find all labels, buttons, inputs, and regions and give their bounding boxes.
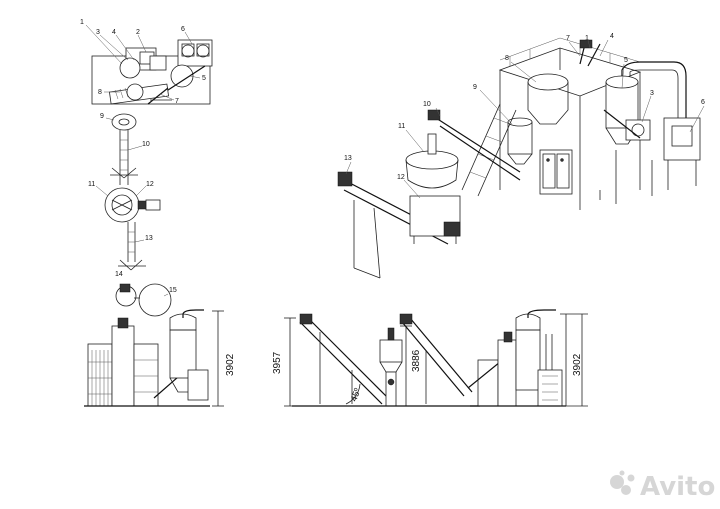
plan-callout-5: 5 xyxy=(202,75,206,82)
mid-height-dimension: 3886 xyxy=(411,349,422,372)
plan-callout-2: 2 xyxy=(136,29,140,36)
iso-callout-9: 9 xyxy=(473,84,477,91)
plan-callout-1: 1 xyxy=(80,19,84,26)
plan-callout-12: 12 xyxy=(146,181,154,188)
left-height-dimension: 3902 xyxy=(225,353,236,376)
front-elevation-right: 3902 xyxy=(467,309,588,407)
conveyor-height-dimension: 3957 xyxy=(272,351,283,374)
iso-callout-5: 5 xyxy=(624,57,628,64)
iso-callout-8: 8 xyxy=(505,55,509,62)
plan-callout-13: 13 xyxy=(145,235,153,242)
plan-callout-8: 8 xyxy=(98,89,102,96)
iso-callout-4: 4 xyxy=(610,33,614,40)
front-elevation-left: 3902 xyxy=(84,309,236,407)
iso-callout-10: 10 xyxy=(423,101,431,108)
watermark-text: Avito xyxy=(640,472,715,502)
right-height-dimension: 3902 xyxy=(572,353,583,376)
iso-callout-12: 12 xyxy=(397,174,405,181)
plan-callout-10: 10 xyxy=(142,141,150,148)
plan-callout-15: 15 xyxy=(169,287,177,294)
iso-callout-3: 3 xyxy=(650,90,654,97)
plan-callout-14: 14 xyxy=(115,271,123,278)
watermark: Avito xyxy=(610,470,715,502)
plan-callout-9: 9 xyxy=(100,113,104,120)
iso-callout-6: 6 xyxy=(701,99,705,106)
plan-callout-7: 7 xyxy=(175,98,179,105)
angle-label: 45º xyxy=(348,386,362,403)
iso-callout-13: 13 xyxy=(344,155,352,162)
iso-callout-1: 1 xyxy=(585,35,589,42)
plan-callout-4: 4 xyxy=(112,29,116,36)
plan-callout-6: 6 xyxy=(181,26,185,33)
iso-callout-7: 7 xyxy=(566,35,570,42)
plan-callout-11: 11 xyxy=(88,181,95,188)
side-elevation-conveyor: 3957 45º 3886 xyxy=(272,313,480,407)
iso-callout-11: 11 xyxy=(398,123,405,130)
plan-callout-3: 3 xyxy=(96,29,100,36)
isometric-view: 8 7 1 4 5 9 10 3 6 11 13 12 xyxy=(337,33,705,279)
plan-view: 1 3 4 2 6 5 8 7 9 10 11 12 13 14 15 xyxy=(80,19,213,317)
avito-logo-icon xyxy=(610,470,635,495)
